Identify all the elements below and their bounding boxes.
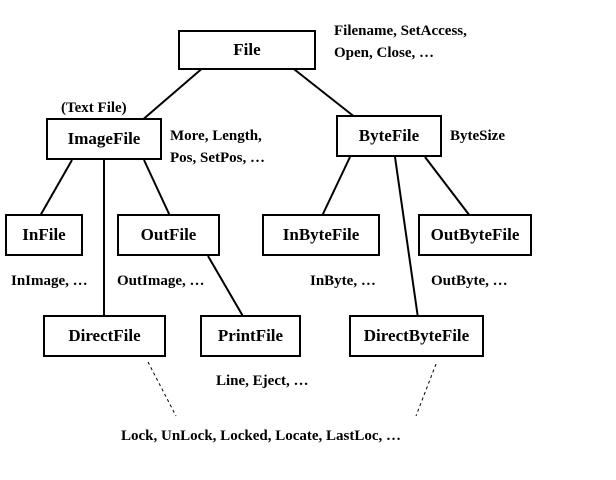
class-in-file: InFile bbox=[5, 214, 83, 256]
class-image-file: ImageFile bbox=[46, 118, 162, 160]
image-file-methods-line-1: More, Length, bbox=[170, 128, 262, 144]
class-in-byte-file: InByteFile bbox=[262, 214, 380, 256]
class-byte-file: ByteFile bbox=[336, 115, 442, 157]
class-direct-file: DirectFile bbox=[43, 315, 166, 357]
file-methods-line-1: Filename, SetAccess, bbox=[334, 23, 467, 39]
edge-imagefile-infile bbox=[39, 159, 73, 217]
edge-file-bytefile bbox=[289, 65, 357, 119]
dashed-directfile-methods bbox=[147, 361, 177, 417]
file-methods-line-2: Open, Close, … bbox=[334, 45, 435, 61]
class-out-file: OutFile bbox=[117, 214, 220, 256]
edge-bytefile-outbytefile bbox=[424, 156, 471, 217]
edge-imagefile-outfile bbox=[143, 159, 171, 217]
direct-methods: Lock, UnLock, Locked, Locate, LastLoc, … bbox=[121, 428, 402, 444]
edge-bytefile-inbytefile bbox=[321, 156, 351, 217]
dashed-directbytefile-methods bbox=[415, 363, 437, 417]
class-direct-byte-file: DirectByteFile bbox=[349, 315, 484, 357]
in-file-methods: InImage, … bbox=[11, 273, 88, 289]
class-file: File bbox=[178, 30, 316, 70]
edge-bytefile-directbytefile bbox=[394, 156, 419, 319]
out-byte-file-methods: OutByte, … bbox=[431, 273, 508, 289]
edge-file-imagefile bbox=[139, 65, 206, 123]
byte-file-methods: ByteSize bbox=[450, 128, 505, 144]
out-file-methods: OutImage, … bbox=[117, 273, 205, 289]
image-file-methods-line-2: Pos, SetPos, … bbox=[170, 150, 265, 166]
in-byte-file-methods: InByte, … bbox=[310, 273, 376, 289]
text-file-alias: (Text File) bbox=[61, 100, 127, 116]
file-methods: Filename, SetAccess, Open, Close, … bbox=[334, 20, 467, 64]
image-file-methods: More, Length, Pos, SetPos, … bbox=[170, 125, 265, 169]
class-out-byte-file: OutByteFile bbox=[418, 214, 532, 256]
edge-outfile-printfile bbox=[207, 255, 245, 319]
print-file-methods: Line, Eject, … bbox=[216, 373, 309, 389]
class-print-file: PrintFile bbox=[200, 315, 301, 357]
